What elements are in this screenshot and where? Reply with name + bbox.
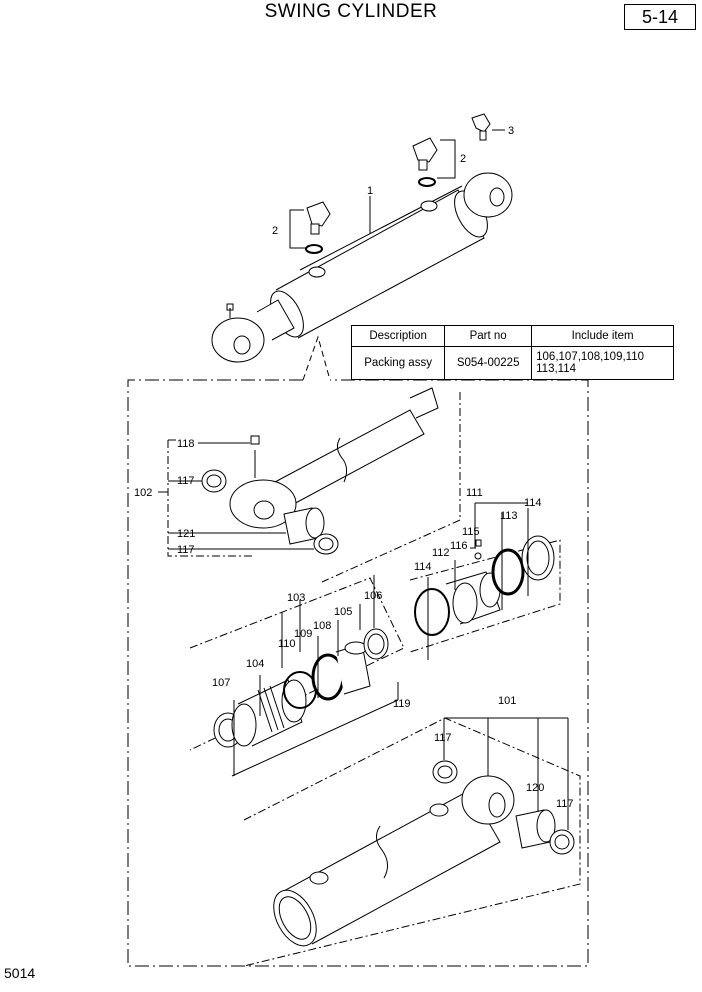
- piston-rod: [201, 387, 439, 555]
- piston-leader-lines: [231, 575, 399, 777]
- callout-117b: 117: [177, 544, 195, 556]
- seal-kit-leader-lines: [427, 502, 529, 660]
- callout-115: 115: [462, 526, 480, 538]
- callout-2b: 2: [460, 153, 466, 165]
- page-number-box: 5-14: [624, 4, 696, 30]
- header-include-item: Include item: [531, 325, 674, 347]
- callout-121: 121: [177, 528, 195, 540]
- callout-103: 103: [287, 592, 305, 604]
- include-line-2: 113,114: [536, 363, 577, 375]
- include-line-1: 106,107,108,109,110: [536, 351, 645, 363]
- footer-code: 5014: [4, 965, 36, 981]
- callout-106: 106: [364, 590, 382, 602]
- callout-117d: 117: [556, 798, 574, 810]
- callout-110: 110: [278, 638, 296, 650]
- callout-3: 3: [508, 125, 514, 137]
- callout-118: 118: [177, 438, 195, 450]
- callout-116: 116: [450, 540, 468, 552]
- callout-120: 120: [526, 782, 544, 794]
- header-description: Description: [350, 325, 446, 347]
- callout-107: 107: [212, 677, 230, 689]
- header-part-no: Part no: [444, 325, 533, 347]
- callout-112: 112: [432, 547, 450, 559]
- piston-seal-kit: [409, 535, 561, 653]
- page-title: SWING CYLINDER: [264, 1, 438, 22]
- cell-include-item: 106,107,108,109,110 113,114: [531, 346, 674, 380]
- table-header-row: Description Part no Include item: [350, 325, 674, 347]
- callout-101: 101: [498, 695, 516, 707]
- callout-113: 113: [500, 510, 518, 522]
- callout-111: 111: [466, 487, 483, 499]
- callout-114b: 114: [414, 561, 432, 573]
- tube-leader-lines: [443, 717, 569, 830]
- cell-part-no: S054-00225: [444, 346, 533, 380]
- table-row: Packing assy S054-00225 106,107,108,109,…: [350, 346, 674, 380]
- callout-119: 119: [393, 698, 411, 710]
- callout-104: 104: [246, 658, 264, 670]
- packing-assy-table: Description Part no Include item Packing…: [350, 325, 674, 380]
- cylinder-tube: [243, 717, 581, 967]
- callout-114a: 114: [524, 497, 542, 509]
- cylinder-assembly: [211, 113, 513, 363]
- callout-1: 1: [367, 185, 373, 197]
- top-leader-lines: [289, 129, 505, 249]
- callout-2a: 2: [272, 225, 278, 237]
- exploded-view-frame: [127, 379, 589, 967]
- piston-assembly: [189, 577, 405, 751]
- callout-109: 109: [294, 628, 312, 640]
- callout-108: 108: [313, 620, 331, 632]
- cell-description: Packing assy: [350, 346, 446, 380]
- callout-117a: 117: [177, 475, 195, 487]
- callout-117c: 117: [434, 732, 452, 744]
- callout-102: 102: [134, 487, 152, 499]
- callout-105: 105: [334, 606, 352, 618]
- rod-leader-lines: [158, 439, 314, 550]
